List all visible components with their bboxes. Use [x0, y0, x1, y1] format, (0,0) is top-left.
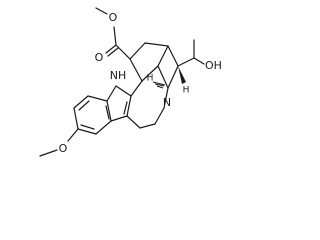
hydroxyethyl-group: OH H	[177, 39, 222, 96]
methoxy-oxygen-label: O	[59, 142, 68, 155]
azepine-ring	[126, 80, 165, 129]
methoxy-group: O	[39, 128, 79, 157]
stereo-wedge-bond	[178, 66, 186, 84]
carbonyl-oxygen-label: O	[95, 51, 104, 64]
stereo-hash-bond: H	[147, 74, 166, 89]
hydroxyl-label: OH	[205, 59, 222, 72]
methine-h-label: H	[183, 86, 190, 96]
bicyclic-cage	[129, 42, 179, 109]
pyrrole-ring	[106, 85, 132, 122]
methyl-ester-group: O O	[95, 7, 131, 64]
benzene-ring	[73, 95, 112, 135]
ester-oxygen-label: O	[109, 11, 118, 24]
indole-nh: NH	[110, 69, 127, 82]
ring-nitrogen-label: N	[163, 96, 171, 109]
bridge-h-label: H	[147, 74, 154, 84]
chemical-structure: O H N NH O O	[39, 7, 222, 157]
indole-nh-label: NH	[110, 69, 127, 82]
